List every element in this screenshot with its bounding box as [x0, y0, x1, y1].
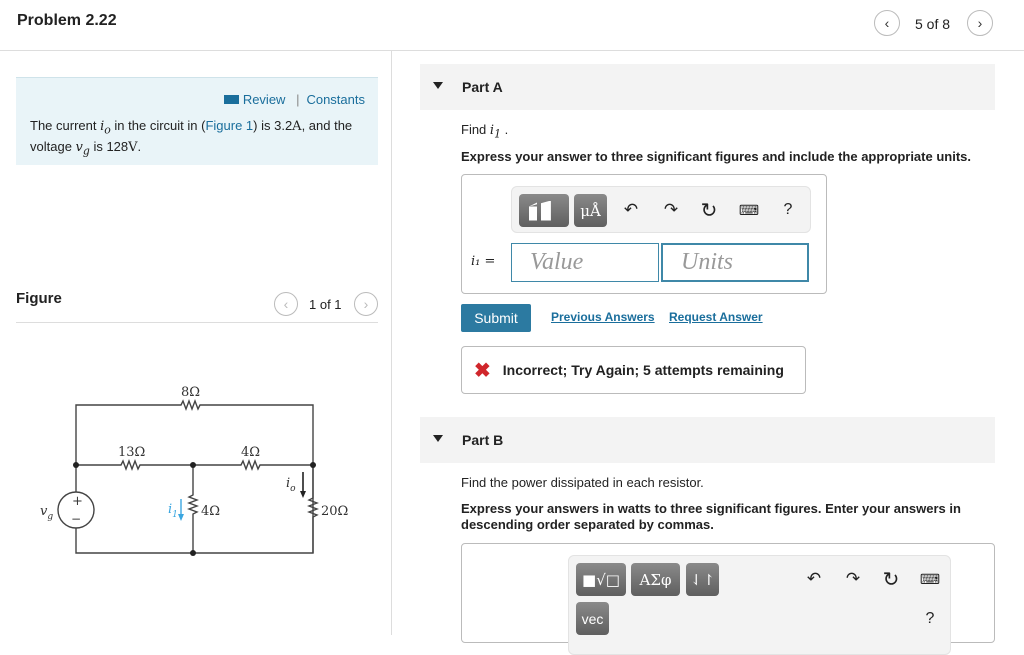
- figure-next-button[interactable]: ›: [354, 292, 378, 316]
- keyboard-icon[interactable]: ⌨: [919, 570, 941, 587]
- help-button[interactable]: ?: [925, 610, 935, 627]
- figure-prev-button[interactable]: ‹: [274, 292, 298, 316]
- review-link[interactable]: Review: [242, 92, 286, 107]
- previous-problem-button[interactable]: ‹: [874, 10, 900, 36]
- request-answer-link[interactable]: Request Answer: [669, 310, 763, 324]
- keyboard-icon[interactable]: ⌨: [738, 201, 760, 218]
- submit-button[interactable]: Submit: [461, 304, 531, 332]
- r4-shunt-label: 4Ω: [201, 504, 220, 519]
- plus-sign: +: [72, 494, 83, 509]
- chevron-left-icon: ‹: [884, 15, 890, 31]
- problem-statement: The current io in the circuit in (Figure…: [30, 118, 353, 158]
- sort-button[interactable]: ⇃↾: [686, 563, 719, 596]
- previous-answers-link[interactable]: Previous Answers: [551, 310, 655, 324]
- part-b-instructions: Express your answers in watts to three s…: [461, 501, 961, 532]
- link-separator: |: [296, 92, 300, 107]
- templates-button[interactable]: [519, 194, 569, 227]
- r8-label: 8Ω: [181, 385, 200, 400]
- feedback-box: ✖ Incorrect; Try Again; 5 attempts remain…: [461, 346, 806, 394]
- i1-label: i1: [168, 502, 178, 520]
- problem-title: Problem 2.22: [17, 12, 117, 29]
- part-b-question: Find the power dissipated in each resist…: [461, 475, 704, 490]
- minus-sign: −: [71, 512, 81, 526]
- part-b-answer-box: ■√□ ΑΣφ ⇃↾ vec ↶ ↷ ↻ ⌨ ?: [461, 543, 995, 655]
- part-a-toolbar: μÅ ↶ ↷ ↻ ⌨ ?: [511, 186, 811, 233]
- part-b-toolbar: ■√□ ΑΣφ ⇃↾ vec ↶ ↷ ↻ ⌨ ?: [568, 555, 951, 655]
- input-label: i₁ =: [471, 254, 496, 269]
- vg-label: vg: [40, 504, 53, 522]
- figure-link[interactable]: Figure 1: [205, 118, 254, 133]
- root-template-icon: ■√□: [582, 570, 620, 589]
- reset-icon[interactable]: ↻: [882, 568, 900, 591]
- units-button[interactable]: μÅ: [574, 194, 607, 227]
- book-icon: [223, 95, 239, 104]
- undo-icon[interactable]: ↶: [806, 569, 822, 588]
- units-input[interactable]: Units: [661, 243, 809, 282]
- io-label: io: [286, 476, 296, 494]
- circuit-wires: [57, 399, 319, 554]
- part-b-header[interactable]: Part B: [420, 417, 995, 463]
- constants-link[interactable]: Constants: [306, 92, 365, 107]
- help-button[interactable]: ?: [783, 201, 793, 218]
- voltage-source: [57, 491, 95, 529]
- part-a-instructions: Express your answer to three significant…: [461, 149, 971, 164]
- fraction-template-icon: [529, 200, 551, 221]
- part-a-question: Find i1 .: [461, 122, 509, 141]
- greek-button[interactable]: ΑΣφ: [631, 563, 680, 596]
- chevron-left-icon: ‹: [283, 296, 289, 312]
- vector-button[interactable]: vec: [576, 602, 609, 635]
- next-problem-button[interactable]: ›: [967, 10, 993, 36]
- r4-series-label: 4Ω: [241, 445, 260, 460]
- reset-icon[interactable]: ↻: [700, 199, 718, 222]
- part-a-header[interactable]: Part A: [420, 64, 995, 110]
- part-a-answer-box: μÅ ↶ ↷ ↻ ⌨ ? i₁ = Value Units: [461, 174, 827, 294]
- value-input[interactable]: Value: [511, 243, 659, 282]
- figure-pager: 1 of 1: [309, 297, 342, 312]
- redo-icon[interactable]: ↷: [845, 569, 861, 588]
- header-divider: [0, 50, 1024, 51]
- incorrect-x-icon: ✖: [474, 359, 491, 382]
- collapse-triangle-icon: [433, 435, 443, 442]
- problem-info-panel: Review | Constants The current io in the …: [16, 77, 378, 165]
- r20-label: 20Ω: [321, 504, 348, 519]
- circuit-nodes: [73, 462, 316, 556]
- collapse-triangle-icon: [433, 82, 443, 89]
- figure-divider: [16, 322, 378, 323]
- feedback-text: Incorrect; Try Again; 5 attempts remaini…: [502, 362, 784, 378]
- redo-icon[interactable]: ↷: [663, 200, 679, 219]
- undo-icon[interactable]: ↶: [623, 200, 639, 219]
- column-divider: [391, 50, 392, 635]
- circuit-diagram: 8Ω 13Ω 4Ω 4Ω 20Ω + − vg i1 io: [40, 385, 348, 556]
- problem-position: 5 of 8: [915, 16, 951, 32]
- templates-button[interactable]: ■√□: [576, 563, 626, 596]
- chevron-right-icon: ›: [363, 296, 369, 312]
- figure-label: Figure: [16, 290, 62, 307]
- r13-label: 13Ω: [118, 445, 145, 460]
- chevron-right-icon: ›: [977, 15, 983, 31]
